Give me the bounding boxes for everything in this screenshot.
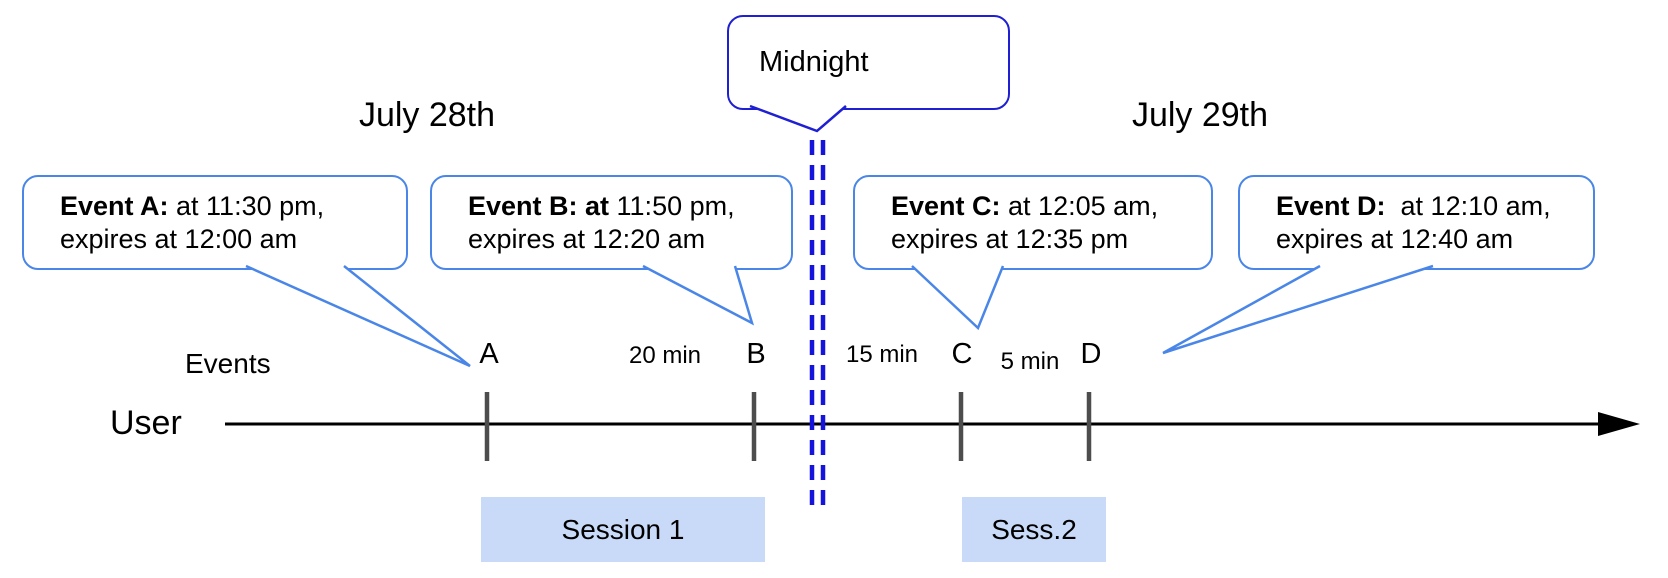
interval-label-15min: 15 min — [845, 341, 919, 368]
event-d-callout-tail — [1162, 264, 1434, 355]
event-callout-a: Event A: at 11:30 pm, expires at 12:00 a… — [22, 175, 408, 270]
tick-label-b: B — [746, 338, 766, 370]
tick-label-c: C — [951, 338, 973, 370]
event-b-line2: expires at 12:20 am — [468, 224, 706, 254]
event-callout-b: Event B: at 11:50 pm, expires at 12:20 a… — [430, 175, 793, 270]
session-2-box: Sess.2 — [962, 497, 1106, 562]
event-d-line2: expires at 12:40 am — [1276, 224, 1514, 254]
user-row-label: User — [110, 404, 182, 442]
date-label-july-29: July 29th — [1131, 96, 1269, 134]
session-1-box: Session 1 — [481, 497, 765, 562]
event-b-line1: Event B: at 11:50 pm, — [468, 191, 735, 221]
event-c-line1: Event C: at 12:05 am, — [891, 191, 1159, 221]
event-a-line2: expires at 12:00 am — [60, 224, 298, 254]
event-d-line1: Event D: at 12:10 am, — [1276, 191, 1551, 221]
tick-label-a: A — [479, 338, 499, 370]
timeline-arrowhead-icon — [1598, 412, 1640, 436]
interval-label-20min: 20 min — [628, 342, 702, 369]
tick-label-d: D — [1080, 338, 1102, 370]
events-row-label: Events — [185, 348, 271, 379]
event-c-callout-tail — [911, 265, 1005, 331]
session-2-label: Sess.2 — [991, 513, 1077, 545]
event-callout-d: Event D: at 12:10 am, expires at 12:40 a… — [1238, 175, 1595, 270]
event-b-callout-tail — [642, 264, 755, 326]
midnight-callout-label: Midnight — [759, 46, 869, 78]
date-label-july-28: July 28th — [358, 96, 496, 134]
event-c-line2: expires at 12:35 pm — [891, 224, 1129, 254]
session-1-label: Session 1 — [561, 513, 685, 545]
event-callout-c: Event C: at 12:05 am, expires at 12:35 p… — [853, 175, 1213, 270]
interval-label-5min: 5 min — [1000, 348, 1060, 375]
event-a-line1: Event A: at 11:30 pm, — [60, 191, 325, 221]
event-a-callout-tail — [245, 264, 471, 368]
midnight-callout: Midnight — [727, 15, 1010, 110]
